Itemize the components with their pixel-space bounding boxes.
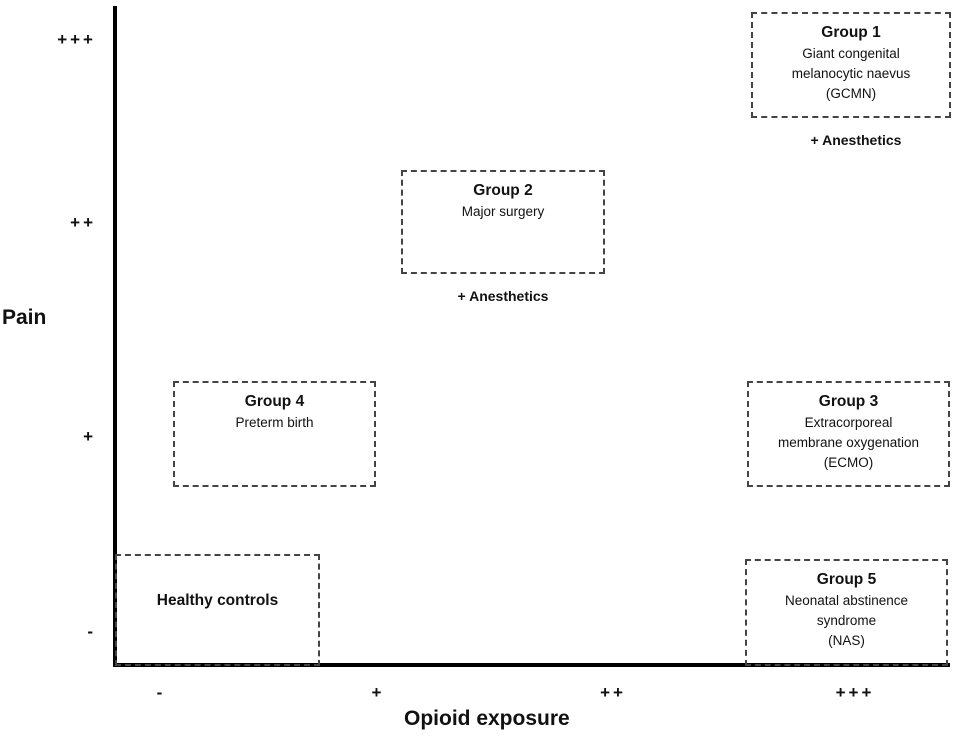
group-5-title: Group 5 [816,571,877,588]
x-tick-low: + [371,683,385,702]
y-tick-mid-high: ++ [70,213,96,232]
group-1-note: + Anesthetics [810,132,902,148]
group-4-title: Group 4 [244,393,305,410]
group-2-box: Group 2 Major surgery [401,170,605,274]
group-1-title: Group 1 [821,24,881,41]
group-1-line-2: melanocytic naevus [791,66,911,81]
group-5-box: Group 5 Neonatal abstinence syndrome (NA… [745,559,948,666]
healthy-controls-box: Healthy controls [115,554,320,666]
group-3-line-3: (ECMO) [823,455,874,470]
group-1-box: Group 1 Giant congenital melanocytic nae… [751,12,951,118]
y-axis-line [113,6,117,667]
group-4-line-1: Preterm birth [235,415,314,430]
x-axis-title: Opioid exposure [404,707,570,730]
group-5-line-2: syndrome [816,613,877,628]
y-tick-none: - [87,622,96,641]
group-4-box: Group 4 Preterm birth [173,381,376,487]
x-tick-mid-high: ++ [600,683,626,702]
y-tick-low: + [83,427,96,446]
x-axis-line [113,663,950,667]
group-2-title: Group 2 [473,182,533,199]
group-1-line-1: Giant congenital [802,46,900,61]
group-3-box: Group 3 Extracorporeal membrane oxygenat… [747,381,950,487]
group-3-title: Group 3 [818,393,879,410]
x-tick-none: - [156,683,166,702]
y-tick-high: +++ [57,30,96,49]
x-tick-high: +++ [835,683,875,702]
group-3-line-2: membrane oxygenation [777,435,920,450]
group-2-line-1: Major surgery [461,204,545,219]
y-axis-title: Pain [2,306,47,329]
group-2-note: + Anesthetics [457,288,549,304]
group-5-line-1: Neonatal abstinence [784,593,909,608]
healthy-controls-label: Healthy controls [156,592,279,609]
group-3-line-1: Extracorporeal [804,415,893,430]
group-5-line-3: (NAS) [828,633,865,648]
group-1-line-3: (GCMN) [825,86,877,101]
